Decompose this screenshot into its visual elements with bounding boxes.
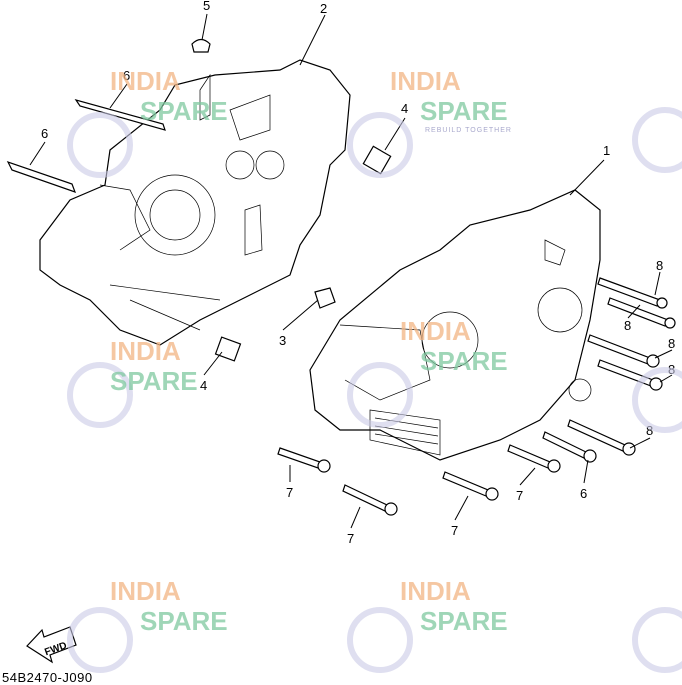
callout-1: 1 bbox=[603, 143, 610, 158]
watermark-text: INDIA bbox=[400, 576, 471, 606]
watermark-tagline: REBUILD TOGETHER bbox=[425, 127, 512, 134]
callout-4: 4 bbox=[200, 378, 207, 393]
hardware bbox=[6, 38, 676, 516]
callout-7: 7 bbox=[286, 485, 293, 500]
callout-8: 8 bbox=[668, 336, 675, 351]
leader-lines bbox=[29, 13, 673, 529]
watermark-text: SPARE bbox=[420, 606, 508, 636]
callout-7: 7 bbox=[347, 531, 354, 546]
callout-4: 4 bbox=[401, 101, 408, 116]
callout-6: 6 bbox=[580, 486, 587, 501]
watermark: INDIA SPARE INDIA SPARE REBUILD TOGETHER… bbox=[67, 66, 682, 673]
watermark-text: INDIA bbox=[110, 576, 181, 606]
callout-7: 7 bbox=[516, 488, 523, 503]
callout-6: 6 bbox=[41, 126, 48, 141]
callout-8: 8 bbox=[624, 318, 631, 333]
callout-2: 2 bbox=[320, 1, 327, 16]
callout-5: 5 bbox=[203, 0, 210, 13]
dowel-part-4 bbox=[214, 336, 242, 362]
watermark-text: INDIA bbox=[390, 66, 461, 96]
right-crankcase-half bbox=[309, 189, 601, 461]
watermark-text: INDIA bbox=[110, 66, 181, 96]
part-code: 54B2470-J090 bbox=[2, 670, 93, 685]
nut-part-3 bbox=[314, 287, 336, 309]
callout-6: 6 bbox=[123, 68, 130, 83]
callout-3: 3 bbox=[279, 333, 286, 348]
watermark-text: SPARE bbox=[140, 96, 228, 126]
watermark-text: SPARE bbox=[420, 96, 508, 126]
callout-7: 7 bbox=[451, 523, 458, 538]
callouts: 1 2 3 4 4 5 6 6 6 7 7 7 7 8 8 8 8 8 bbox=[41, 0, 675, 546]
watermark-text: SPARE bbox=[140, 606, 228, 636]
watermark-text: INDIA bbox=[400, 316, 471, 346]
watermark-text: SPARE bbox=[420, 346, 508, 376]
left-crankcase-half bbox=[39, 59, 351, 346]
callout-8: 8 bbox=[646, 423, 653, 438]
watermark-text: SPARE bbox=[110, 366, 198, 396]
dowel-part-4 bbox=[362, 145, 392, 175]
callout-8: 8 bbox=[656, 258, 663, 273]
watermark-text: INDIA bbox=[110, 336, 181, 366]
plug-part-5 bbox=[191, 38, 211, 53]
